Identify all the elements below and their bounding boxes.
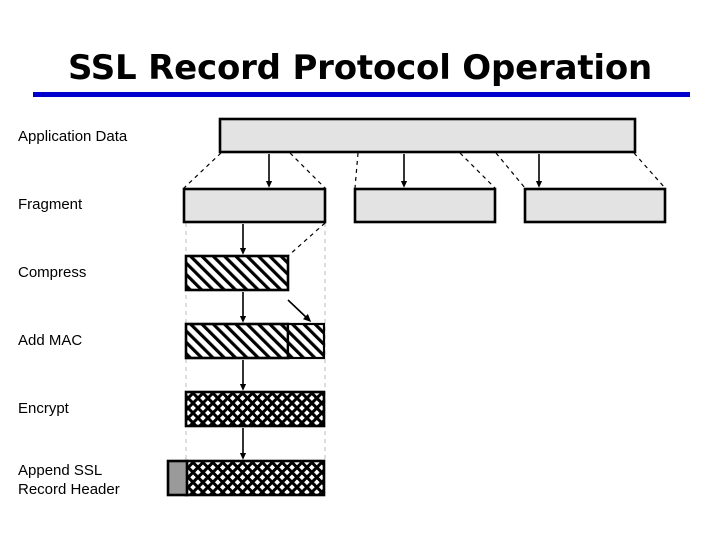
- stage-label-append-ssl-record-header: Append SSL Record Header: [18, 462, 120, 498]
- split-connector-lines: [183, 152, 666, 257]
- stage-label-add-mac: Add MAC: [18, 332, 83, 349]
- fragment-box-3: [523, 187, 667, 224]
- title-underline-rule: [33, 92, 690, 97]
- split-line-6: [633, 152, 666, 189]
- title-block: SSL Record Protocol Operation: [0, 48, 720, 88]
- page-title: SSL Record Protocol Operation: [68, 48, 652, 88]
- split-line-1: [183, 152, 222, 189]
- compress-taper-line: [287, 222, 326, 257]
- stage-label-fragment: Fragment: [18, 196, 83, 213]
- arrow-mac-insert: [287, 299, 312, 323]
- fragment-box-1: [182, 187, 327, 224]
- ssl-record-header-box: [166, 459, 189, 497]
- add-mac-mac-box: [286, 322, 326, 360]
- application-data-box: [218, 117, 637, 154]
- fragment-box-2: [353, 187, 497, 224]
- compress-box: [184, 254, 290, 292]
- stage-label-compress: Compress: [18, 264, 87, 281]
- split-line-2: [289, 152, 326, 189]
- stage-label-encrypt: Encrypt: [18, 400, 69, 417]
- split-line-5: [495, 152, 526, 189]
- split-line-4: [459, 152, 496, 189]
- fragment-arrows: [265, 154, 543, 188]
- ssl-record-payload-box: [184, 459, 326, 497]
- encrypt-box: [184, 390, 326, 428]
- stage-label-application-data: Application Data: [18, 128, 128, 145]
- add-mac-data-box: [184, 322, 290, 360]
- split-line-3: [354, 152, 359, 189]
